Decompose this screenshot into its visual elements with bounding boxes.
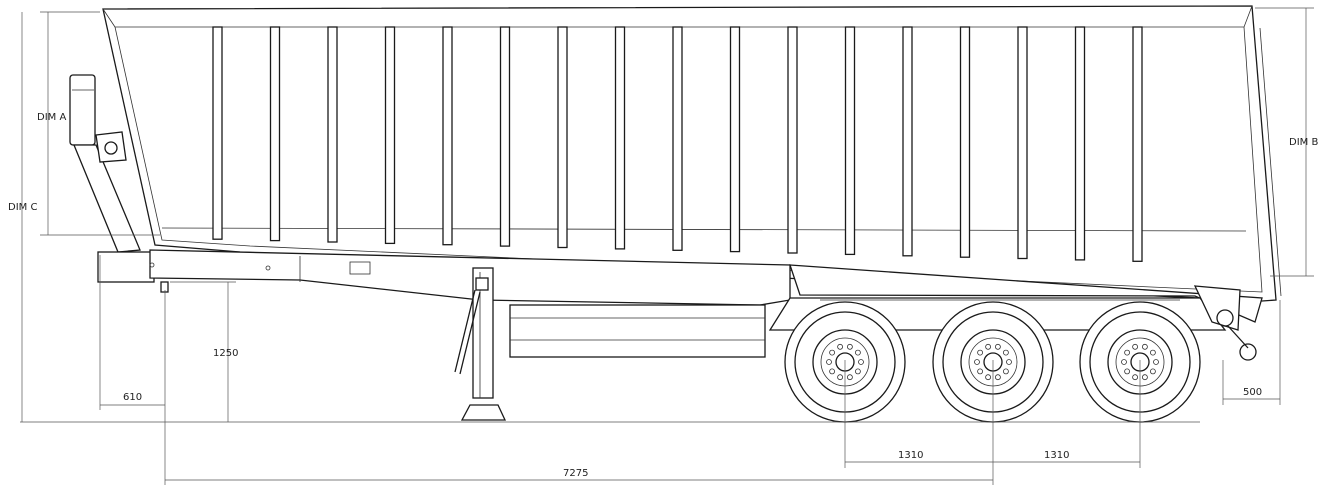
body-stake xyxy=(787,26,798,254)
dim-c-label: DIM C xyxy=(8,202,37,213)
rear-bumper xyxy=(1193,285,1257,361)
hydraulic-cylinder xyxy=(69,74,141,253)
body-stake xyxy=(1017,26,1028,260)
body-stake xyxy=(269,26,281,242)
body-stake xyxy=(384,26,396,245)
rear-overhang-label: 500 xyxy=(1243,387,1262,398)
body-stake xyxy=(959,26,971,258)
kingpin-to-axle-label: 7275 xyxy=(563,468,588,479)
kingpin xyxy=(160,281,169,293)
axle-spacing-1-label: 1310 xyxy=(898,450,923,461)
body-stake xyxy=(557,26,568,249)
body-stake xyxy=(1132,26,1143,262)
body-stake xyxy=(902,26,913,257)
body-stakes xyxy=(212,26,1143,262)
body-stake xyxy=(212,26,223,240)
dim-a-label: DIM A xyxy=(37,112,66,123)
dimension-labels: DIM A DIM B DIM C 610 1250 1310 1310 727… xyxy=(8,112,1318,479)
body-stake xyxy=(614,26,626,250)
height-1250-label: 1250 xyxy=(213,348,238,359)
body-stake xyxy=(1074,26,1086,261)
axle-spacing-2-label: 1310 xyxy=(1044,450,1069,461)
wheels xyxy=(784,301,1201,423)
front-overhang-label: 610 xyxy=(123,392,142,403)
landing-gear xyxy=(454,267,507,421)
dim-b-label: DIM B xyxy=(1289,137,1318,148)
body-stake xyxy=(729,26,741,253)
body-stake xyxy=(499,26,511,247)
body-stake xyxy=(672,26,683,251)
body-stake xyxy=(327,26,338,243)
dimension-lines xyxy=(21,7,1314,485)
body-stake xyxy=(844,26,856,256)
body-stake xyxy=(442,26,453,246)
